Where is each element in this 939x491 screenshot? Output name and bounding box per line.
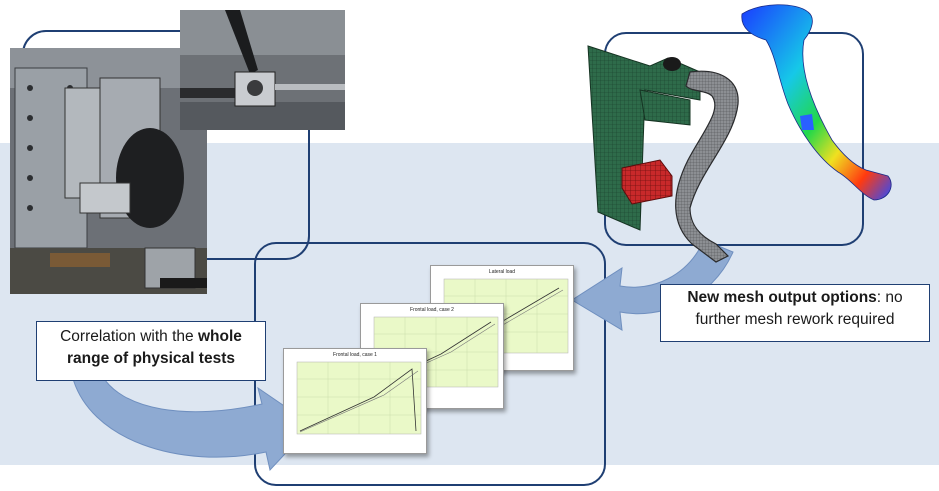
test-rig-photo bbox=[10, 48, 207, 294]
mesh-pedal-arm bbox=[675, 70, 739, 263]
mesh-text-2: further mesh rework required bbox=[695, 311, 895, 328]
mesh-text-1: : no bbox=[876, 289, 903, 306]
pedal-test-photo bbox=[180, 10, 345, 130]
chart-title: Frontal load, case 2 bbox=[410, 307, 454, 313]
chart-title: Frontal load, case 1 bbox=[333, 352, 377, 358]
mesh-options-callout: New mesh output options: no further mesh… bbox=[660, 284, 930, 342]
correlation-callout: Correlation with the whole range of phys… bbox=[36, 321, 266, 381]
mesh-bracket bbox=[587, 45, 701, 231]
chart-card-frontal-load-1: Frontal load, case 1 bbox=[283, 348, 427, 454]
chart-title: Lateral load bbox=[488, 269, 516, 275]
mesh-bold-1: New mesh output options bbox=[687, 289, 877, 306]
stress-plot-pedal bbox=[741, 4, 892, 201]
correlation-text-1: Correlation with the bbox=[60, 328, 198, 345]
mesh-red-block bbox=[621, 159, 673, 205]
correlation-arrow bbox=[71, 371, 313, 472]
correlation-bold-1: whole bbox=[197, 328, 242, 345]
correlation-bold-2: range of physical tests bbox=[67, 350, 235, 367]
